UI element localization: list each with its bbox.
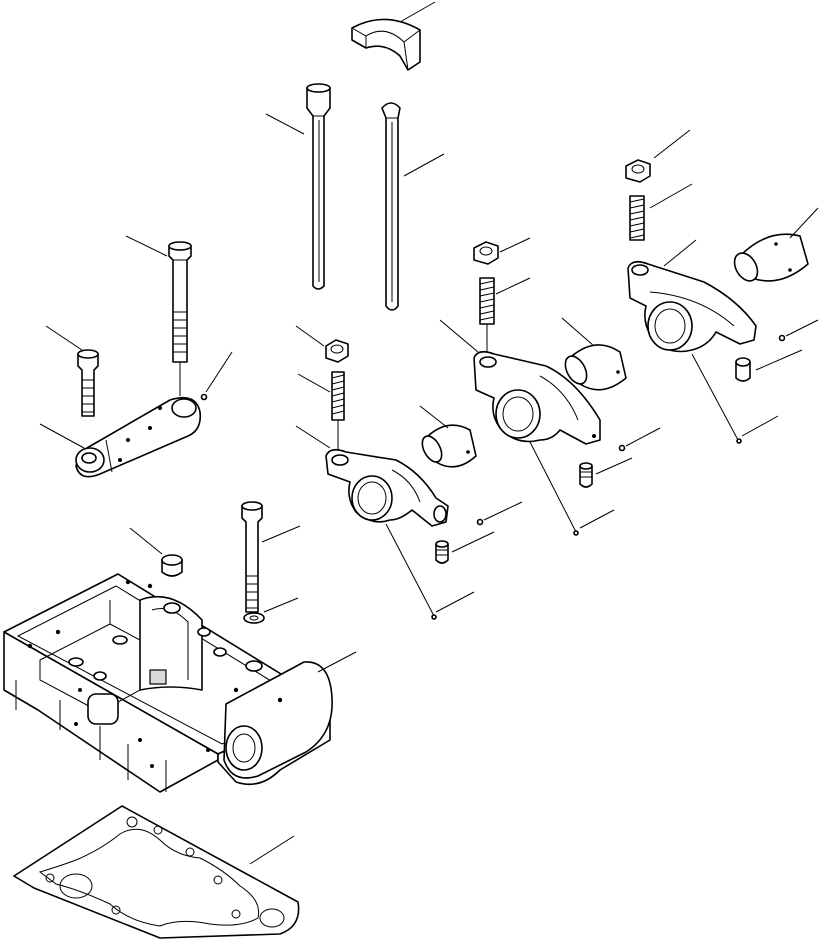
rocker-shaft xyxy=(75,396,202,478)
leader-bushing-3 xyxy=(789,207,819,239)
rocker2-small-part-callout xyxy=(618,427,661,452)
leader-rocker-arm-2 xyxy=(439,319,479,353)
leader-gasket xyxy=(249,835,295,865)
adjusting-screw-2 xyxy=(479,277,495,352)
leader-plug-1 xyxy=(451,531,495,553)
leader-housing-bolt xyxy=(261,525,301,543)
leader-bushing-1 xyxy=(419,405,449,429)
housing-plug xyxy=(161,554,183,577)
leader-rocker-arm-1 xyxy=(295,425,331,449)
lock-nut-3 xyxy=(625,159,651,183)
leader-plug-3 xyxy=(755,349,803,371)
rocker-housing xyxy=(3,573,333,793)
leader-rocker-arm-3 xyxy=(663,239,697,267)
rocker-arm-bridge xyxy=(351,18,421,71)
rocker3-assembly-callout xyxy=(691,353,779,444)
rocker-arm-3 xyxy=(627,260,757,353)
adjusting-screw-3 xyxy=(629,195,645,241)
housing-gasket xyxy=(13,805,300,939)
leader-washer xyxy=(263,597,299,613)
bushing-3 xyxy=(733,233,809,282)
long-bolt xyxy=(168,241,192,396)
leader-housing-plug xyxy=(129,527,163,555)
leader-bridge xyxy=(399,1,436,23)
plug-1 xyxy=(435,540,449,564)
leader-bushing-2 xyxy=(561,317,595,347)
rocker-arm-2 xyxy=(473,350,601,445)
leader-lock-nut-1 xyxy=(295,325,325,347)
plug-2 xyxy=(579,462,593,488)
short-bolt xyxy=(77,349,99,417)
leader-plug-2 xyxy=(595,457,633,475)
housing-bolt xyxy=(241,501,263,613)
rocker1-assembly-callout xyxy=(385,523,475,620)
lock-nut-2 xyxy=(473,241,499,265)
leader-lock-nut-3 xyxy=(653,129,691,159)
rocker3-small-part-callout xyxy=(778,319,819,342)
adjusting-screw-1 xyxy=(331,371,345,450)
plug-3 xyxy=(735,357,751,382)
rocker-arm-1 xyxy=(325,448,449,527)
bushing-2 xyxy=(564,344,627,391)
push-rod-right xyxy=(381,102,401,311)
leader-push-rod-left xyxy=(265,113,305,135)
washer xyxy=(243,612,265,624)
rocker2-assembly-callout xyxy=(529,441,615,536)
shaft-plug-callout xyxy=(200,351,233,401)
push-rod-left xyxy=(306,83,331,290)
bushing-1 xyxy=(421,424,477,468)
leader-long-bolt xyxy=(125,235,168,257)
leader-short-bolt xyxy=(45,325,83,351)
leader-lock-nut-2 xyxy=(499,237,531,253)
leader-adjusting-screw-2 xyxy=(495,277,531,295)
leader-rocker-housing xyxy=(317,651,357,673)
leader-adjusting-screw-1 xyxy=(297,373,331,393)
leader-rocker-shaft xyxy=(39,423,85,449)
leader-push-rod-right xyxy=(403,153,445,177)
lock-nut-1 xyxy=(325,339,349,363)
rocker1-small-part-callout xyxy=(476,501,523,526)
leader-adjusting-screw-3 xyxy=(649,183,693,209)
